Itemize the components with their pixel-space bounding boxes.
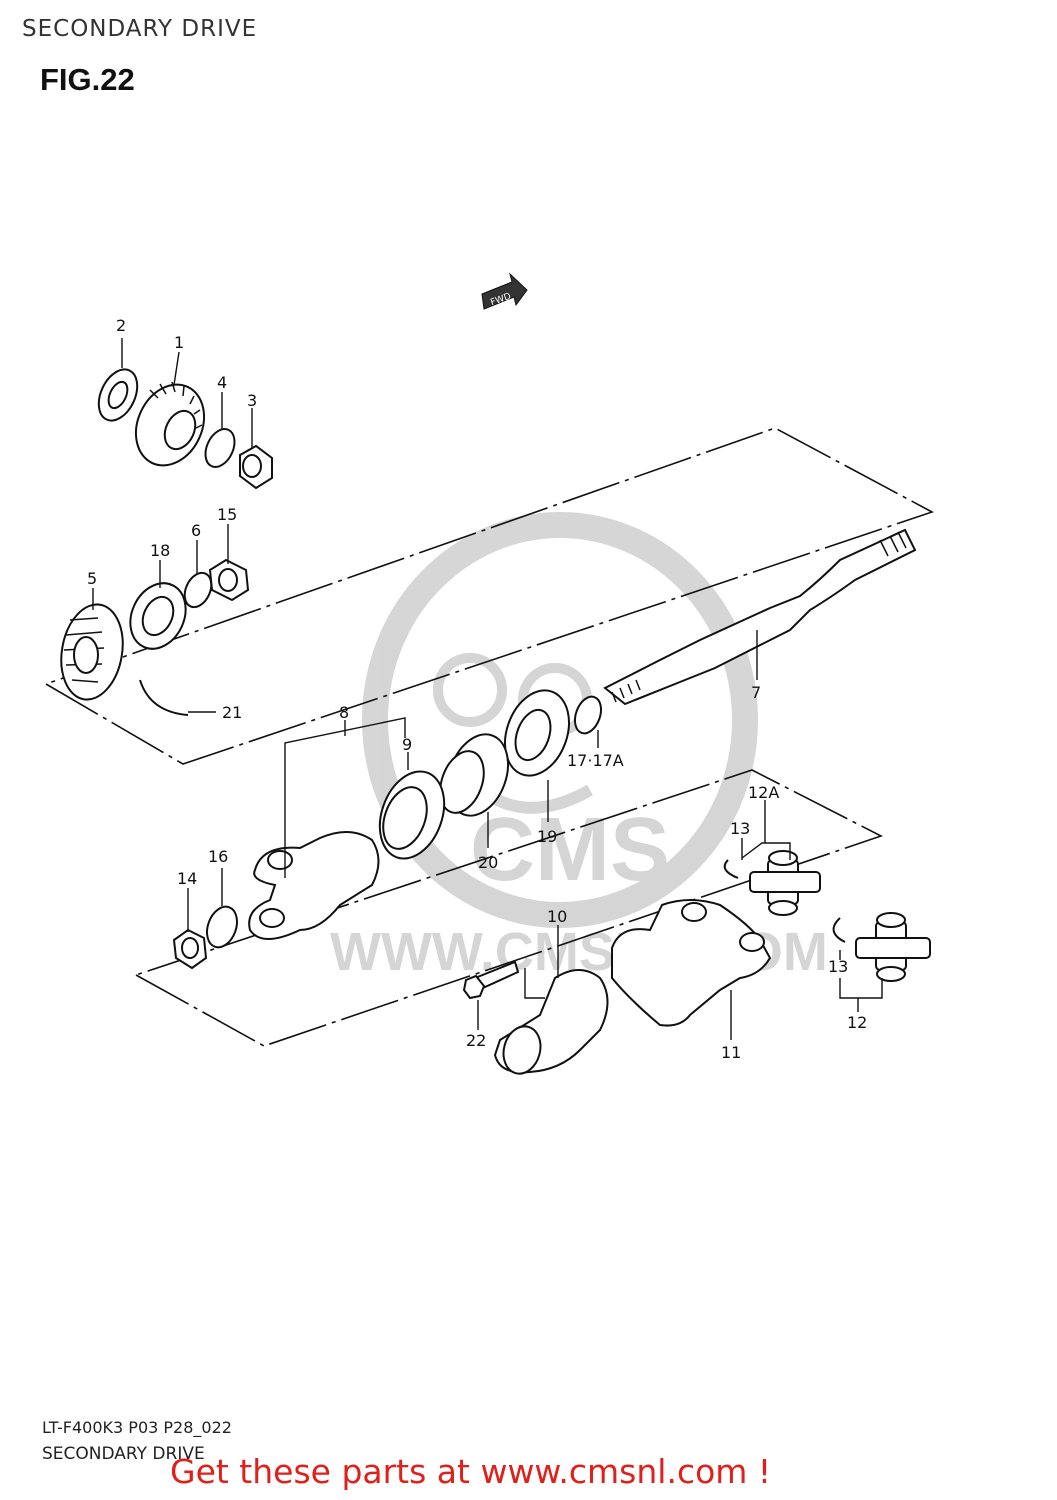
part-7-drive-shaft bbox=[603, 528, 917, 706]
callout-8: 8 bbox=[339, 703, 349, 722]
lower-assembly-frame bbox=[135, 769, 884, 1047]
part-21-circlip bbox=[139, 679, 189, 716]
part-8-propeller-yoke bbox=[248, 831, 380, 940]
part-18-bearing bbox=[129, 582, 187, 650]
part-20-spacer bbox=[439, 733, 509, 817]
watermark-logo-text: CMS bbox=[470, 800, 670, 900]
callout-3: 3 bbox=[247, 391, 257, 410]
part-10-flange bbox=[493, 969, 609, 1075]
part-13b-circlip bbox=[832, 917, 846, 943]
callout-16: 16 bbox=[208, 847, 228, 866]
page-header-title: SECONDARY DRIVE bbox=[22, 16, 258, 42]
get-parts-link[interactable]: Get these parts at www.cmsnl.com ! bbox=[170, 1452, 772, 1491]
footer-title: SECONDARY DRIVE bbox=[42, 1444, 205, 1464]
callout-17-17a: 17·17A bbox=[567, 751, 624, 770]
callout-14: 14 bbox=[177, 869, 197, 888]
part-17-oil-seal bbox=[573, 695, 603, 735]
part-9-oil-seal bbox=[378, 770, 446, 860]
figure-label: FIG.22 bbox=[40, 62, 135, 97]
part-11-flanged-yoke bbox=[611, 899, 772, 1027]
part-12a-universal-joint bbox=[749, 850, 821, 916]
fwd-arrow-icon: FWD bbox=[481, 272, 528, 310]
part-12-universal-joint bbox=[855, 912, 931, 982]
part-1-bevel-gear bbox=[134, 381, 206, 467]
callout-18: 18 bbox=[150, 541, 170, 560]
part-2-washer bbox=[97, 368, 139, 422]
callout-15: 15 bbox=[217, 505, 237, 524]
part-4-washer bbox=[204, 428, 236, 468]
callout-5: 5 bbox=[87, 569, 97, 588]
part-6-washer bbox=[183, 571, 213, 609]
callout-6: 6 bbox=[191, 521, 201, 540]
callout-2: 2 bbox=[116, 316, 126, 335]
callout-11: 11 bbox=[721, 1043, 741, 1062]
callout-1: 1 bbox=[174, 333, 184, 352]
callout-7: 7 bbox=[751, 683, 761, 702]
callout-20: 20 bbox=[478, 853, 498, 872]
part-3-nut bbox=[239, 444, 273, 490]
callout-12a: 12A bbox=[748, 783, 779, 802]
callout-13-upper: 13 bbox=[730, 819, 750, 838]
callout-12: 12 bbox=[847, 1013, 867, 1032]
callout-10: 10 bbox=[547, 907, 567, 926]
callout-13-lower: 13 bbox=[828, 957, 848, 976]
upper-assembly-frame bbox=[45, 427, 935, 765]
callout-9: 9 bbox=[402, 735, 412, 754]
part-14-nut bbox=[172, 928, 208, 970]
callout-21: 21 bbox=[222, 703, 242, 722]
callout-22: 22 bbox=[466, 1031, 486, 1050]
part-19-bearing bbox=[504, 689, 570, 777]
callout-4: 4 bbox=[217, 373, 227, 392]
leader-lines bbox=[92, 338, 883, 1040]
callout-19: 19 bbox=[537, 827, 557, 846]
footer-model-code: LT-F400K3 P03 P28_022 bbox=[42, 1418, 232, 1437]
part-13a-circlip bbox=[723, 859, 739, 879]
part-22-bolt bbox=[462, 960, 520, 1000]
part-16-washer bbox=[206, 905, 238, 949]
part-5-ring-gear bbox=[60, 603, 124, 701]
part-15-nut bbox=[208, 558, 250, 602]
